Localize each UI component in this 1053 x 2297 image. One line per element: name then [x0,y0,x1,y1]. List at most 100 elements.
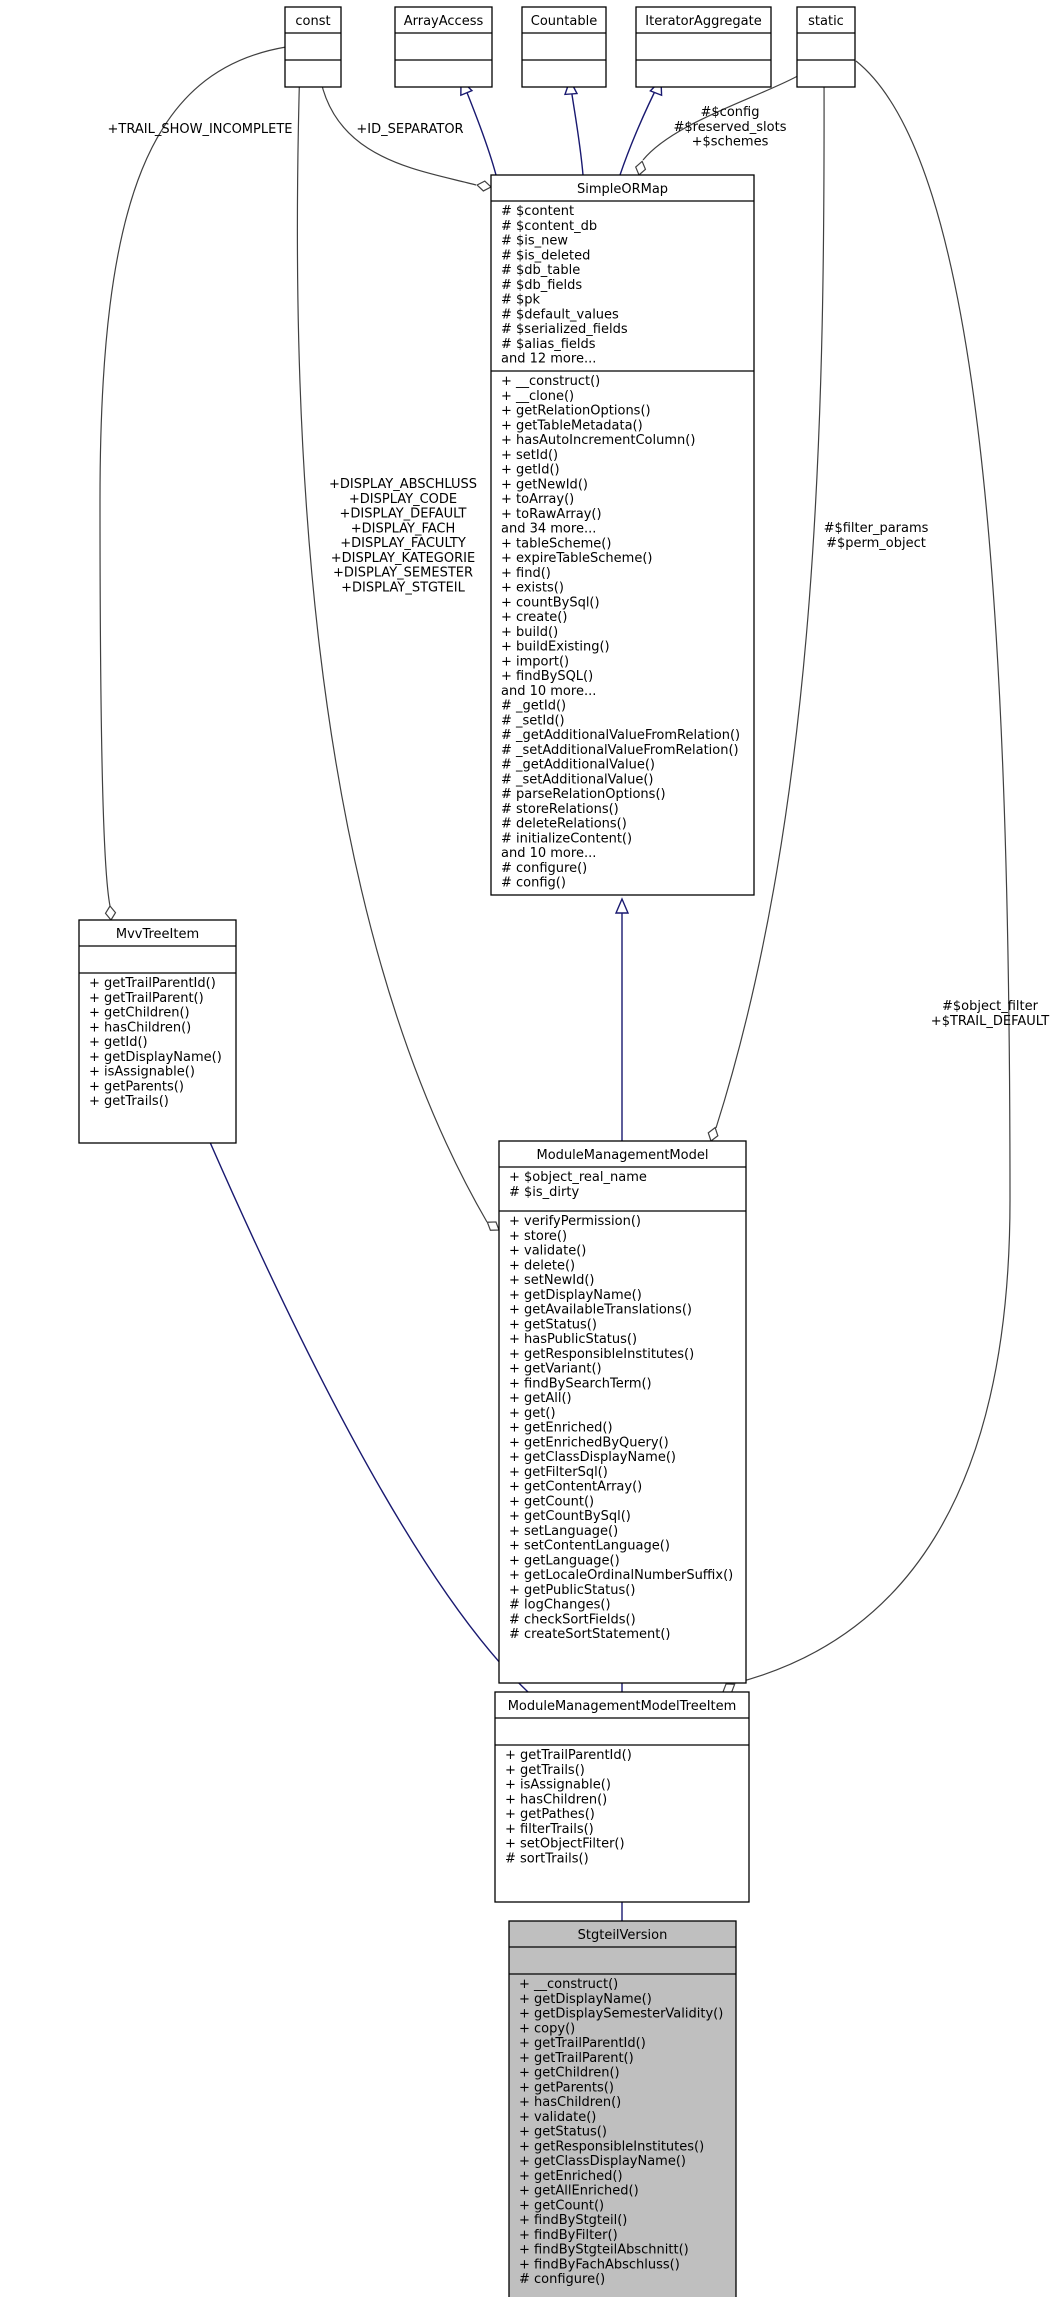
edge-mmmti-mvvtreeitem [196,1113,529,1693]
class-method: # _setAdditionalValue() [501,772,654,787]
class-method: + findByStgteilAbschnitt() [519,2243,689,2258]
class-box [796,6,856,88]
aggregation-diamond [476,180,493,192]
class-method: # _getAdditionalValue() [501,758,655,773]
class-method: + find() [501,566,551,581]
class-method: + getNewId() [501,477,588,492]
class-method: + get() [509,1406,556,1421]
class-method: + setObjectFilter() [505,1837,625,1852]
class-method: + findByFilter() [519,2228,618,2243]
aggregation-diamond [707,1126,719,1142]
class-name: IteratorAggregate [645,14,761,29]
class-method: + getParents() [519,2080,614,2095]
inheritance-line [569,80,584,176]
class-method: + create() [501,610,567,625]
edge-const-mmm [296,60,500,1231]
class-method: + store() [509,1229,567,1244]
class-name: MvvTreeItem [116,927,199,942]
class-method: + getChildren() [519,2066,620,2081]
class-method: # logChanges() [509,1598,611,1613]
edge-label-line: +DISPLAY_FACULTY [340,536,466,551]
class-method: + toRawArray() [501,507,602,522]
class-method: + getEnrichedByQuery() [509,1435,669,1450]
class-method: + getTrailParent() [89,991,204,1006]
class-attribute: # $is_deleted [501,248,590,263]
class-method: # _getAdditionalValueFromRelation() [501,728,740,743]
class-method: + build() [501,625,558,640]
class-name: ModuleManagementModel [537,1148,709,1163]
class-method: # createSortStatement() [509,1627,671,1642]
class-method: + getRelationOptions() [501,404,651,419]
class-method: # _getId() [501,699,566,714]
edge-label-id-separator: +ID_SEPARATOR [356,122,463,137]
class-method: + setContentLanguage() [509,1539,670,1554]
class-method: + getPathes() [505,1807,595,1822]
edge-label-line: #$perm_object [826,536,926,551]
edge-label-static-to-sorm: #$config#$reserved_slots+$schemes [674,105,787,150]
class-method: + getStatus() [519,2125,607,2140]
class-method: + getId() [89,1035,148,1050]
inheritance-line [461,79,497,176]
class-method: # checkSortFields() [509,1612,636,1627]
class-method: + setNewId() [509,1273,594,1288]
class-method: # deleteRelations() [501,817,627,832]
class-method: + validate() [519,2110,596,2125]
aggregation-diamond [722,1683,736,1693]
class-method: + getCountBySql() [509,1509,631,1524]
edge-label-line: +$schemes [692,135,769,150]
class-method: + verifyPermission() [509,1214,641,1229]
class-method: + __construct() [501,374,600,389]
class-method: + hasChildren() [505,1792,607,1807]
class-modulemanagementmodeltreeitem: ModuleManagementModelTreeItem+ getTrailP… [494,1691,750,1903]
class-attribute: # $pk [501,293,541,308]
edge-labels: +TRAIL_SHOW_INCOMPLETE +ID_SEPARATOR #$con… [108,105,1050,1029]
edge-label-filter-params: #$filter_params#$perm_object [824,521,929,551]
class-method: + hasChildren() [89,1020,191,1035]
class-method: + findByFachAbschluss() [519,2257,680,2272]
class-method: + getTrailParentId() [505,1748,632,1763]
class-method: + getLanguage() [509,1553,620,1568]
edge-label-line: +ID_SEPARATOR [356,122,463,137]
class-method: # parseRelationOptions() [501,787,666,802]
class-attribute: and 12 more... [501,352,596,367]
class-iteratoraggregate: IteratorAggregate [635,6,772,88]
aggregation-diamond [486,1221,500,1231]
class-name: ArrayAccess [404,14,484,29]
class-method: + filterTrails() [505,1822,594,1837]
class-method: + getCount() [509,1494,594,1509]
class-method: + import() [501,654,569,669]
edge-label-line: +$TRAIL_DEFAULT [931,1014,1049,1029]
class-method: + getAvailableTranslations() [509,1303,692,1318]
edge-label-display-constants: +DISPLAY_ABSCHLUSS+DISPLAY_CODE+DISPLAY_… [329,477,477,595]
class-method: + getChildren() [89,1006,190,1021]
class-method: + getParents() [89,1079,184,1094]
class-method: + hasAutoIncrementColumn() [501,433,695,448]
class-box [490,174,755,896]
class-method: + getTableMetadata() [501,418,643,433]
edge-sorm-countable [564,78,584,176]
class-method: + setId() [501,448,558,463]
class-method: + getResponsibleInstitutes() [509,1347,694,1362]
class-method: and 10 more... [501,684,596,699]
edge-label-line: +DISPLAY_STGTEIL [341,580,465,595]
class-attribute: # $is_dirty [509,1185,579,1200]
class-method: # initializeContent() [501,831,632,846]
class-method: + getTrailParentId() [89,976,216,991]
inheritance-line [619,80,661,176]
edge-sorm-arrayaccess [460,78,497,176]
inheritance-line [198,1116,529,1693]
class-attribute: # $default_values [501,307,619,322]
association-line [735,60,1011,1684]
class-method: + getEnriched() [509,1421,613,1436]
class-method: + getLocaleOrdinalNumberSuffix() [509,1568,733,1583]
edge-label-line: +TRAIL_SHOW_INCOMPLETE [108,122,293,137]
edge-label-trail-show-incomplete: +TRAIL_SHOW_INCOMPLETE [108,122,293,137]
class-method: + __clone() [501,389,574,404]
class-attribute: # $content_db [501,219,597,234]
class-method: + getDisplaySemesterValidity() [519,2007,723,2022]
edge-label-line: +DISPLAY_CODE [349,492,457,507]
class-method: + __construct() [519,1977,618,1992]
class-name: SimpleORMap [577,182,668,197]
